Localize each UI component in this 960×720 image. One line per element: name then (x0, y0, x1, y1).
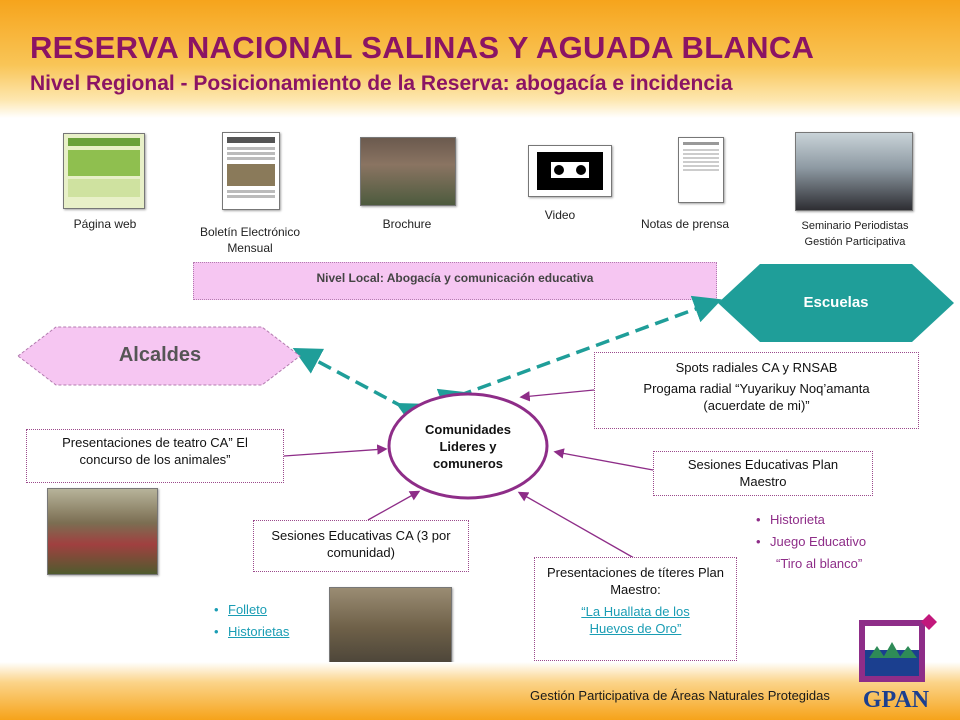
media-label-press: Notas de prensa (640, 217, 730, 231)
newsletter-thumbnail (222, 132, 280, 210)
alcaldes-label: Alcaldes (118, 344, 202, 366)
page-title: RESERVA NACIONAL SALINAS Y AGUADA BLANCA (30, 30, 815, 65)
gpan-logo: GPAN (853, 612, 939, 713)
media-label-newsletter: Boletín Electrónico Mensual (199, 225, 301, 255)
local-level-banner: Nivel Local: Abogacía y comunicación edu… (193, 262, 717, 300)
escuelas-label: Escuelas (803, 294, 869, 311)
page-subtitle: Nivel Regional - Posicionamiento de la R… (30, 72, 733, 95)
sesiones-plan-text: Sesiones Educativas Plan Maestro (687, 457, 839, 489)
gpan-logo-text: GPAN (862, 687, 930, 713)
web-page-thumbnail (63, 133, 145, 209)
footer-band (0, 662, 960, 720)
teatro-text: Presentaciones de teatro CA” El concurso… (62, 435, 248, 467)
radio-box: Spots radiales CA y RNSAB Progama radial… (594, 352, 919, 429)
school-material-extra: “Tiro al blanco” (776, 556, 863, 571)
folleto-link[interactable]: Folleto (228, 602, 268, 617)
plan-arrow (553, 448, 654, 471)
radio-line1: Spots radiales CA y RNSAB (675, 360, 838, 375)
school-material-item: •Historieta (756, 512, 825, 527)
press-release-thumbnail (678, 137, 724, 203)
escuelas-shape (718, 264, 954, 342)
sesiones-ca-text: Sesiones Educativas CA (3 por comunidad) (271, 528, 451, 560)
seminar-photo (795, 132, 913, 211)
community-photo (47, 488, 158, 575)
community-material-item: •Folleto (214, 602, 268, 617)
brochure-thumbnail (360, 137, 456, 206)
header-band (0, 0, 960, 118)
radio-line2: Progama radial “Yuyarikuy Noq’amanta (ac… (643, 381, 870, 413)
school-material-item: •Juego Educativo (756, 534, 867, 549)
titeres-text: Presentaciones de títeres Plan Maestro: (546, 565, 725, 597)
alcaldes-shape (17, 326, 301, 386)
footer-text: Gestión Participativa de Áreas Naturales… (530, 688, 830, 703)
sesiones-plan-box: Sesiones Educativas Plan Maestro (653, 451, 873, 496)
teatro-box: Presentaciones de teatro CA” El concurso… (26, 429, 284, 483)
titeres-arrow (517, 491, 635, 559)
escuelas-dashed-arrow (436, 295, 722, 416)
video-icon (528, 145, 612, 197)
teatro-arrow (283, 444, 388, 457)
media-label-seminar: Seminario Periodistas Gestión Participat… (801, 220, 909, 248)
community-material-item: •Historietas (214, 624, 290, 639)
center-label: Comunidades Lideres y comuneros (425, 422, 511, 471)
center-ellipse (387, 392, 549, 500)
media-label-brochure: Brochure (382, 217, 432, 231)
media-label-video: Video (544, 208, 576, 222)
titeres-link[interactable]: “La Huallata de los Huevos de Oro” (581, 604, 690, 636)
historietas-link[interactable]: Historietas (228, 624, 290, 639)
media-label-web: Página web (73, 217, 137, 231)
radio-arrow (519, 389, 595, 402)
sesiones-ca-arrow (367, 490, 421, 521)
school-materials-list: •Historieta •Juego Educativo “Tiro al bl… (756, 509, 866, 575)
sesiones-ca-box: Sesiones Educativas CA (3 por comunidad) (253, 520, 469, 572)
community-materials-list: •Folleto •Historietas (214, 599, 289, 643)
titeres-box: Presentaciones de títeres Plan Maestro: … (534, 557, 737, 661)
alcaldes-dashed-arrow (292, 348, 428, 429)
